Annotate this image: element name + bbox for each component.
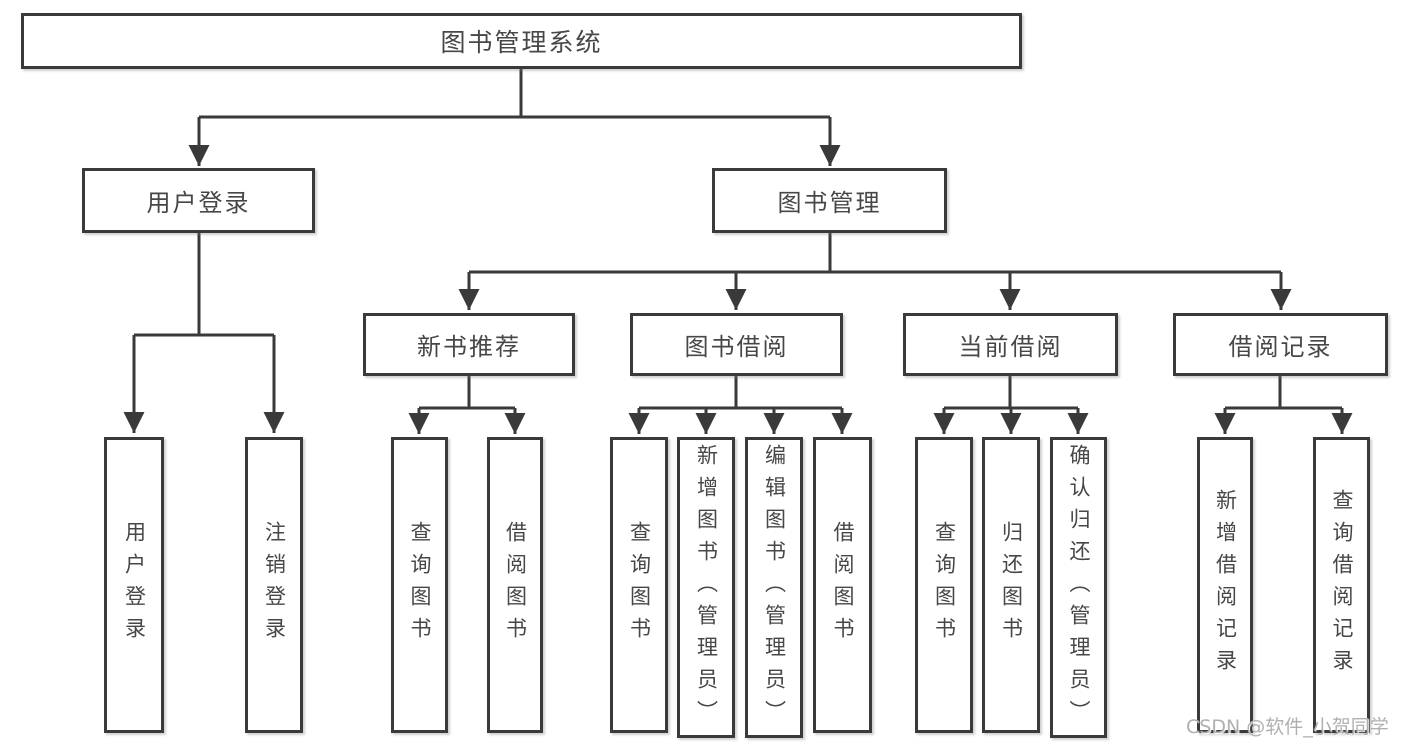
branch-node-new-book-recommend: 新书推荐 <box>363 313 575 376</box>
leaf-node-query-books-borrowing: 查询图书 <box>610 437 668 733</box>
root-node-library-system: 图书管理系统 <box>21 13 1022 69</box>
leaf-node-add-book-admin: 新增图书（管理员） <box>677 437 735 738</box>
leaf-node-label: 查询借阅记录 <box>1330 489 1354 681</box>
leaf-node-logout: 注销登录 <box>245 437 303 733</box>
branch-node-book-management: 图书管理 <box>712 168 947 233</box>
leaf-node-query-books-current: 查询图书 <box>915 437 973 733</box>
branch-node-label: 图书管理 <box>777 189 882 217</box>
branch-node-label: 当前借阅 <box>958 333 1063 361</box>
leaf-node-query-books-recommend: 查询图书 <box>391 437 448 733</box>
leaf-node-borrow-books-borrowing: 借阅图书 <box>813 437 872 733</box>
leaf-node-label: 新增图书（管理员） <box>694 443 719 732</box>
leaf-node-label: 查询图书 <box>408 521 432 649</box>
leaf-node-query-borrow-record: 查询借阅记录 <box>1313 437 1370 733</box>
leaf-node-label: 归还图书 <box>999 521 1024 649</box>
leaf-node-label: 借阅图书 <box>503 521 528 649</box>
branch-node-label: 图书借阅 <box>684 333 789 361</box>
leaf-node-label: 借阅图书 <box>831 521 855 649</box>
leaf-node-label: 确认归还（管理员） <box>1067 443 1091 732</box>
leaf-node-label: 查询图书 <box>932 521 957 649</box>
branch-node-label: 用户登录 <box>146 189 251 217</box>
leaf-node-return-book: 归还图书 <box>982 437 1040 733</box>
branch-node-label: 新书推荐 <box>417 333 521 361</box>
leaf-node-label: 新增借阅记录 <box>1213 489 1238 681</box>
root-node-label: 图书管理系统 <box>440 28 603 57</box>
branch-node-user-login: 用户登录 <box>82 168 315 233</box>
leaf-node-edit-book-admin: 编辑图书（管理员） <box>745 437 803 738</box>
watermark: CSDN @软件_小贺同学 <box>1186 716 1389 738</box>
leaf-node-add-borrow-record: 新增借阅记录 <box>1197 437 1253 733</box>
leaf-node-label: 用户登录 <box>122 521 147 649</box>
leaf-node-label: 查询图书 <box>627 521 652 649</box>
leaf-node-label: 注销登录 <box>262 521 287 649</box>
branch-node-book-borrowing: 图书借阅 <box>630 313 843 376</box>
branch-node-current-borrowing: 当前借阅 <box>903 313 1118 376</box>
leaf-node-borrow-books-recommend: 借阅图书 <box>487 437 543 733</box>
leaf-node-confirm-return-admin: 确认归还（管理员） <box>1050 437 1107 738</box>
branch-node-label: 借阅记录 <box>1228 333 1333 361</box>
branch-node-borrowing-records: 借阅记录 <box>1173 313 1388 376</box>
leaf-node-user-login: 用户登录 <box>104 437 164 733</box>
leaf-node-label: 编辑图书（管理员） <box>762 443 787 732</box>
